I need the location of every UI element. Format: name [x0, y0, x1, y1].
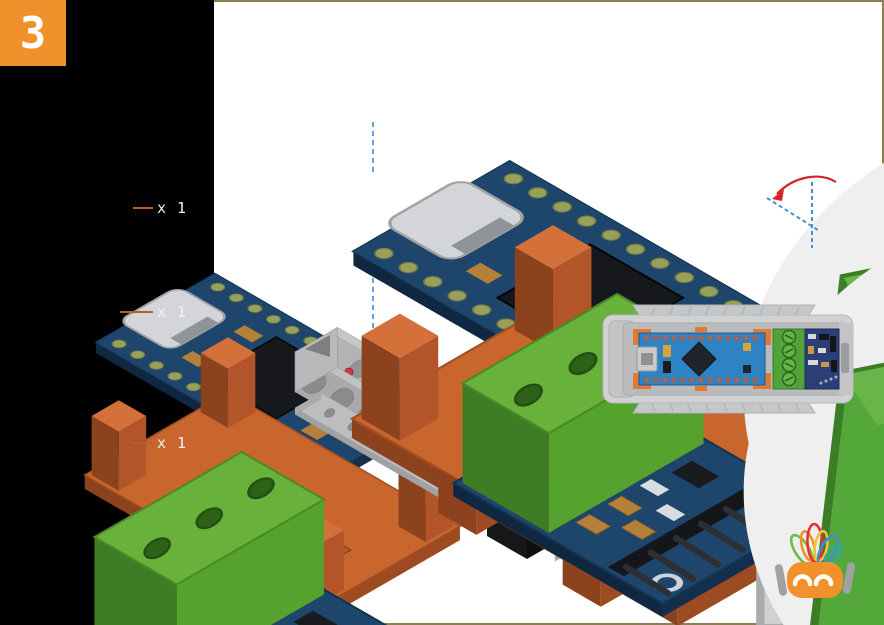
bend-arrow-head — [772, 189, 784, 201]
leader-line-microcontroller — [133, 207, 153, 209]
step-number-badge: 3 — [0, 0, 66, 66]
logo-left-ear — [774, 564, 788, 596]
qty-label-carrier: x 1 — [157, 303, 188, 321]
angled-guide-dash — [766, 197, 819, 231]
detail-photo-bend-pins — [743, 175, 884, 625]
step-number: 3 — [19, 7, 47, 59]
wire-plume — [789, 522, 843, 567]
leader-line-carrier — [120, 311, 153, 313]
qty-label-microcontroller: x 1 — [157, 199, 188, 217]
leader-line-terminal-module — [131, 442, 152, 444]
assembled-module-photo — [602, 304, 854, 414]
bend-arrow — [776, 175, 837, 195]
qty-label-terminal-module: x 1 — [157, 434, 188, 452]
logo-eyes — [792, 574, 834, 587]
exploded-view — [294, 122, 880, 625]
logo-right-ear — [842, 562, 856, 594]
robot-mascot-logo — [774, 522, 856, 598]
